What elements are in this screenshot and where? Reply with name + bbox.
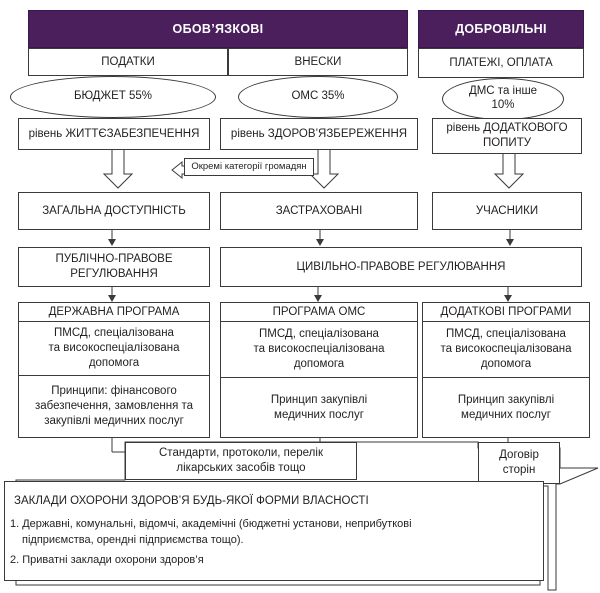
standards-line1: Стандарти, протоколи, перелік	[159, 447, 323, 460]
contributions-box: ВНЕСКИ	[228, 48, 408, 76]
additional-principle-line1: Принцип закупівлі	[457, 393, 555, 406]
health-level-box: рівень ЗДОРОВ’ЯЗБЕРЕЖЕННЯ	[220, 118, 418, 150]
state-care-line3: допомога	[88, 356, 140, 369]
standards-box: Стандарти, протоколи, перелік лікарських…	[125, 442, 357, 480]
additional-care-line2: та високоспеціалізована	[440, 343, 572, 356]
facilities-item1-line2: підприємства, орендні підприємства тощо)…	[22, 534, 244, 546]
state-care-line1: ПМСД, спеціалізована	[54, 327, 174, 340]
insured-box: ЗАСТРАХОВАНІ	[220, 192, 418, 230]
dms-ellipse: ДМС та інше 10%	[442, 78, 564, 120]
voluntary-header: ДОБРОВІЛЬНІ	[418, 10, 584, 48]
state-principle-line1: Принципи: фінансового	[51, 385, 177, 398]
payments-box: ПЛАТЕЖІ, ОПЛАТА	[418, 48, 584, 78]
facilities-item1-line1: 1. Державні, комунальні, відомчі, академ…	[10, 518, 412, 530]
oms-program-title: ПРОГРАМА ОМС	[220, 302, 418, 322]
facilities-item2: 2. Приватні заклади охорони здоров’я	[10, 554, 204, 566]
oms-ellipse: ОМС 35%	[238, 76, 398, 118]
state-program-principles: Принципи: фінансового забезпечення, замо…	[18, 376, 210, 438]
dms-line2: 10%	[491, 99, 515, 111]
additional-care-line1: ПМСД, спеціалізована	[446, 328, 566, 341]
mandatory-header: ОБОВ’ЯЗКОВІ	[28, 10, 408, 48]
taxes-box: ПОДАТКИ	[28, 48, 228, 76]
additional-program-care: ПМСД, спеціалізована та високоспеціалізо…	[422, 322, 590, 378]
state-program-title: ДЕРЖАВНА ПРОГРАМА	[18, 302, 210, 322]
oms-principle-line2: медичних послуг	[274, 408, 364, 421]
civil-regulation-box: ЦИВІЛЬНО-ПРАВОВЕ РЕГУЛЮВАННЯ	[220, 247, 582, 287]
oms-care-line2: та високоспеціалізована	[253, 343, 385, 356]
general-access-box: ЗАГАЛЬНА ДОСТУПНІСТЬ	[18, 192, 210, 230]
state-program-care: ПМСД, спеціалізована та високоспеціалізо…	[18, 322, 210, 376]
contract-line2: сторін	[502, 464, 536, 476]
standards-line2: лікарських засобів тощо	[176, 462, 306, 474]
dms-line1: ДМС та інше	[468, 85, 538, 98]
budget-ellipse: БЮДЖЕТ 55%	[10, 76, 216, 118]
citizen-categories-note: Окремі категорії громадян	[184, 158, 314, 176]
additional-care-line3: допомога	[480, 357, 532, 370]
oms-principle-line1: Принцип закупівлі	[270, 393, 368, 406]
public-regulation-box: ПУБЛІЧНО-ПРАВОВЕ РЕГУЛЮВАННЯ	[18, 247, 210, 287]
extra-level-box: рівень ДОДАТКОВОГО ПОПИТУ	[432, 118, 582, 154]
contract-box: Договір сторін	[478, 442, 560, 484]
facilities-panel	[4, 481, 544, 581]
oms-program-care: ПМСД, спеціалізована та високоспеціалізо…	[220, 322, 418, 378]
additional-program-principles: Принцип закупівлі медичних послуг	[422, 378, 590, 438]
life-level-box: рівень ЖИТТЄЗАБЕЗПЕЧЕННЯ	[18, 118, 210, 150]
participants-box: УЧАСНИКИ	[432, 192, 582, 230]
contract-line1: Договір	[499, 449, 539, 462]
state-principle-line2: забезпечення, замовлення та	[34, 400, 194, 413]
additional-principle-line2: медичних послуг	[461, 408, 551, 421]
oms-care-line3: допомога	[293, 357, 345, 370]
state-care-line2: та високоспеціалізована	[48, 342, 180, 355]
public-regulation-line2: РЕГУЛЮВАННЯ	[70, 268, 158, 280]
extra-level-line2: ПОПИТУ	[482, 137, 532, 149]
extra-level-line1: рівень ДОДАТКОВОГО	[446, 122, 568, 135]
additional-program-title: ДОДАТКОВІ ПРОГРАМИ	[422, 302, 590, 322]
public-regulation-line1: ПУБЛІЧНО-ПРАВОВЕ	[55, 253, 173, 266]
state-principle-line3: закупівлі медичних послуг	[44, 414, 184, 427]
facilities-title: ЗАКЛАДИ ОХОРОНИ ЗДОРОВ’Я БУДЬ-ЯКОЇ ФОРМИ…	[14, 495, 369, 507]
oms-care-line1: ПМСД, спеціалізована	[259, 328, 379, 341]
oms-program-principles: Принцип закупівлі медичних послуг	[220, 378, 418, 438]
